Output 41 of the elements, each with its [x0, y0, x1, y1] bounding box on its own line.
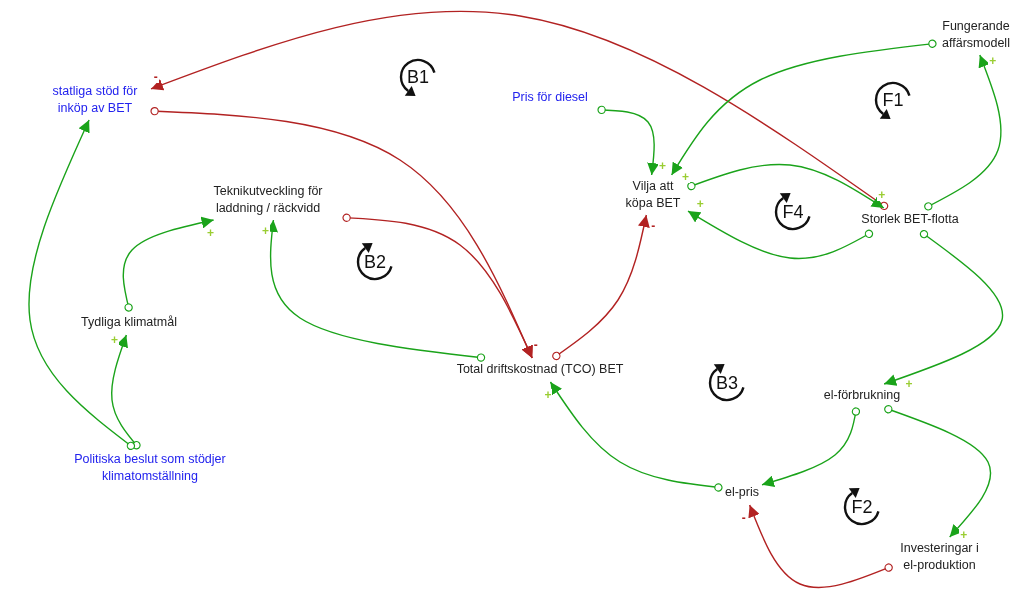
loop-label: B3 [715, 373, 739, 393]
causal-link-arrow [687, 163, 885, 209]
loop-label: B1 [406, 67, 430, 87]
loop-label: F2 [850, 497, 874, 517]
variable-label: Fungerande affärsmodell [941, 18, 1011, 52]
polarity-sign: + [877, 188, 887, 201]
variable-label: Storlek BET-flotta [860, 211, 960, 228]
variable-label: Vilja att köpa BET [624, 178, 682, 212]
variable-label: Tydliga klimatmål [80, 314, 178, 331]
loop-label: B2 [363, 252, 387, 272]
causal-link-arrow [122, 216, 215, 312]
causal-link-arrow [924, 54, 1002, 211]
causal-link-arrow [549, 381, 723, 492]
variable-label: el-pris [723, 484, 760, 501]
variable-label: Politiska beslut som stödjer klimatomställning [73, 451, 227, 485]
loop-label: F1 [881, 90, 905, 110]
loop-label: F4 [781, 202, 805, 222]
polarity-sign: + [988, 54, 998, 67]
variable-label: Pris för diesel [511, 89, 589, 106]
causal-link-arrow [552, 214, 650, 361]
polarity-sign: + [260, 224, 270, 237]
variable-label: Teknikutveckling för laddning / räckvidd [212, 183, 324, 217]
polarity-sign: + [681, 170, 691, 183]
variable-label: el-förbrukning [822, 387, 902, 404]
causal-link-arrow [28, 119, 136, 450]
causal-link-arrow [884, 405, 992, 538]
polarity-sign: + [959, 528, 969, 541]
causal-link-arrow [597, 105, 660, 176]
variable-label: Investeringar i el-produktion [899, 540, 980, 574]
causal-link-arrow [761, 407, 861, 488]
causal-link-arrow [670, 39, 937, 176]
variable-label: statliga stöd för inköp av BET [51, 83, 139, 117]
causal-link-arrow [150, 10, 889, 211]
causal-link-arrow [111, 334, 141, 450]
causal-link-arrow [687, 210, 874, 260]
causal-link-arrow [342, 213, 534, 359]
causal-link-arrow [748, 504, 893, 589]
polarity-sign: + [109, 334, 119, 347]
causal-link-arrow [883, 229, 1004, 386]
variable-label: Total driftskostnad (TCO) BET [455, 361, 625, 378]
polarity-sign: + [904, 377, 914, 390]
